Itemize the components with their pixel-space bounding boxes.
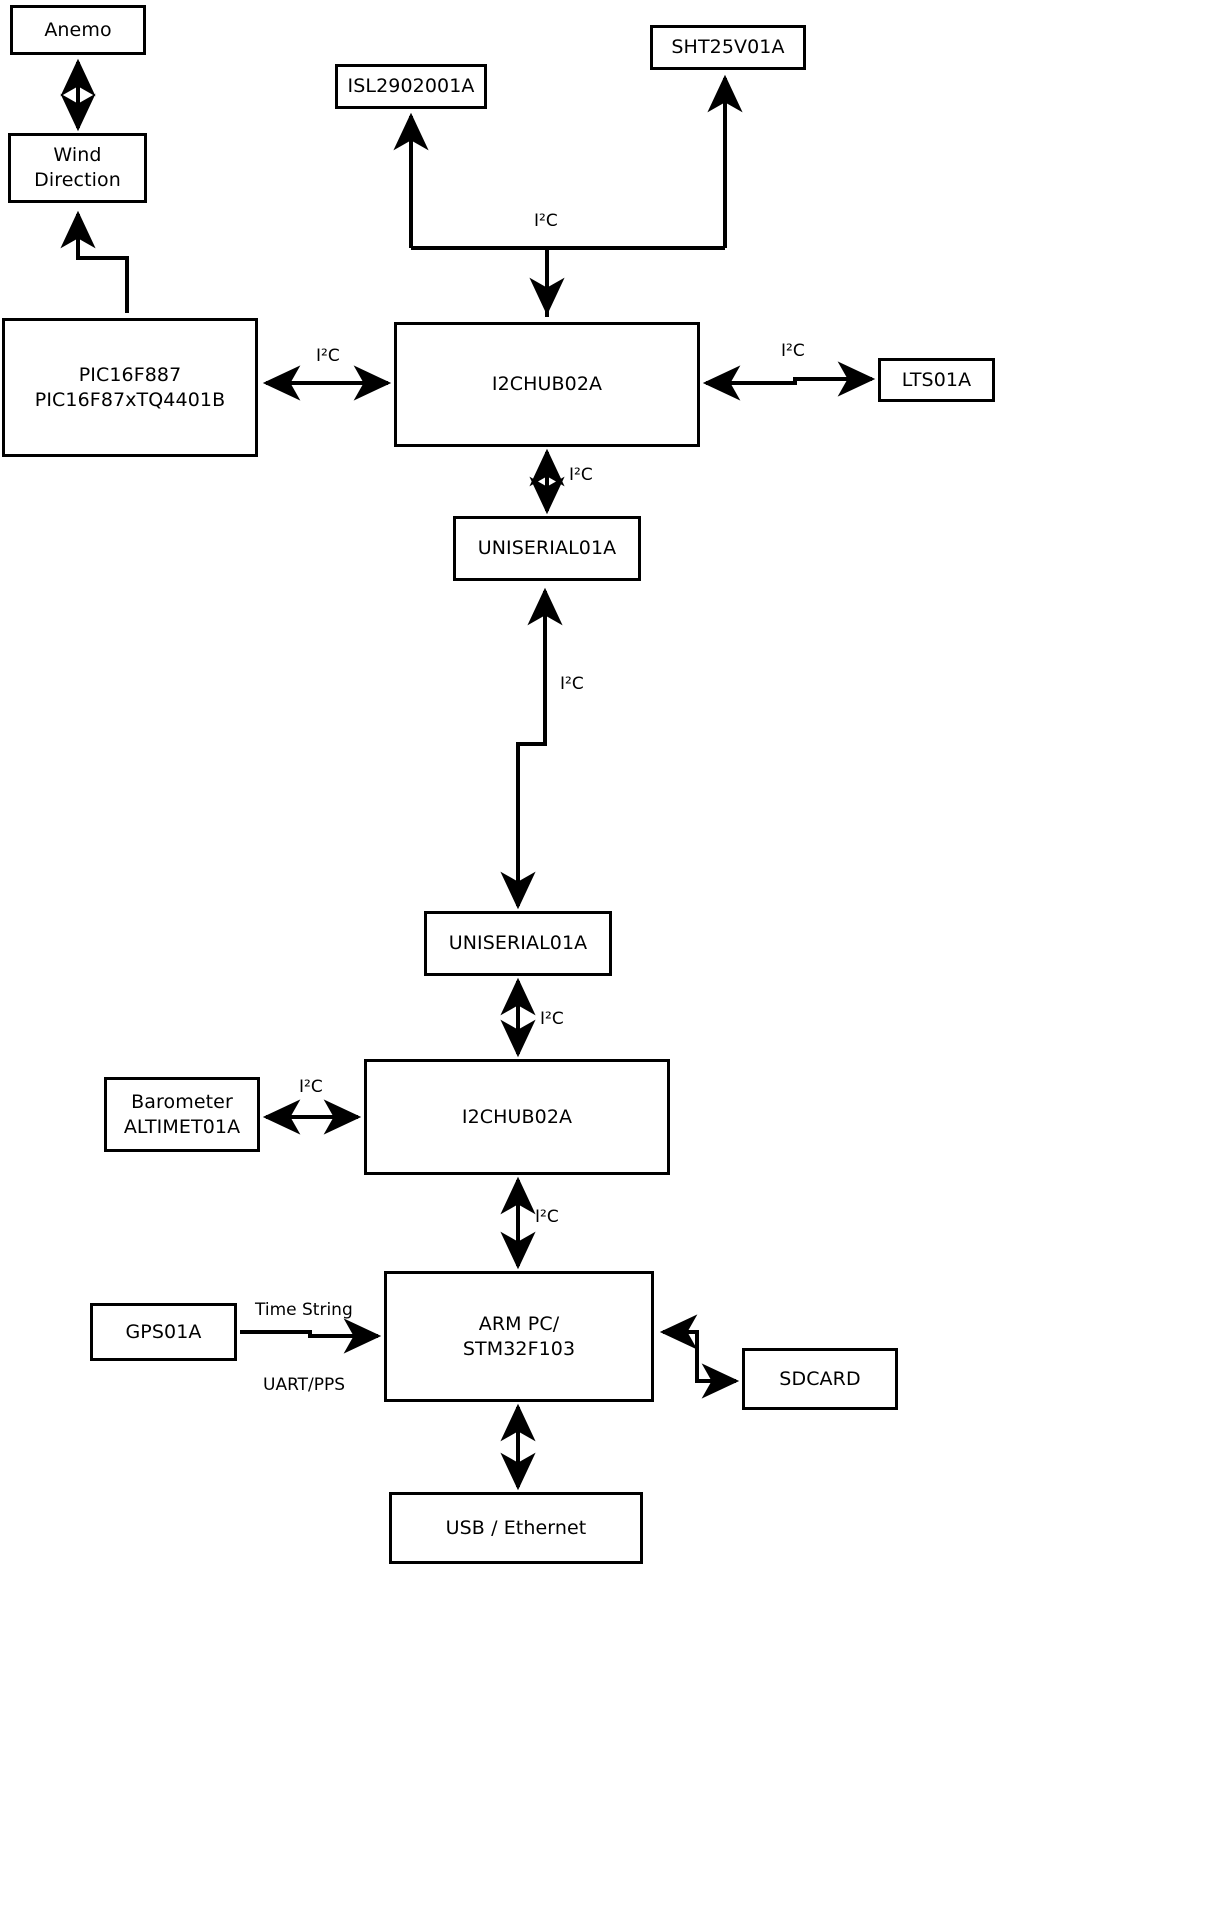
edge-label-i2c-bus-top: I²C [534, 211, 558, 231]
wire-pic-winddir [60, 210, 129, 313]
node-gps01a-label: GPS01A [125, 1320, 202, 1343]
node-i2chub02a-top[interactable]: I2CHUB02A [394, 322, 700, 447]
edge-label-i2c-hub-arm: I²C [535, 1207, 559, 1227]
node-uniserial01a-upper-label: UNISERIAL01A [477, 537, 617, 560]
node-i2chub02a-bottom-label: I2CHUB02A [461, 1105, 573, 1128]
wire-sdcard-arm [659, 1314, 736, 1383]
node-wind-direction-label: Wind Direction [34, 144, 121, 191]
edge-label-i2c-uniserial-hub-bottom: I²C [540, 1009, 564, 1029]
node-i2chub02a-bottom[interactable]: I2CHUB02A [364, 1059, 670, 1175]
node-wind-direction[interactable]: Wind Direction [8, 133, 147, 203]
node-arm-pc-stm32f103[interactable]: ARM PC/ STM32F103 [384, 1271, 654, 1402]
edge-label-i2c-uniserial-uniserial: I²C [560, 674, 584, 694]
edge-label-i2c-pic-hub: I²C [316, 346, 340, 366]
node-sht25v01a[interactable]: SHT25V01A [650, 25, 806, 70]
node-sht25v01a-label: SHT25V01A [671, 36, 785, 59]
node-gps01a[interactable]: GPS01A [90, 1303, 237, 1361]
wire-arm-sdcard [663, 1330, 740, 1399]
node-sdcard-label: SDCARD [779, 1367, 861, 1390]
node-lts01a-label: LTS01A [901, 368, 972, 391]
edge-label-i2c-hub-lts: I²C [781, 341, 805, 361]
wire-lts-hubtop-left [702, 365, 872, 401]
wire-gps-arm [240, 1318, 382, 1354]
node-pic-microcontroller-label: PIC16F887 PIC16F87xTQ4401B [34, 363, 226, 411]
edge-label-i2c-barometer-hub: I²C [299, 1077, 323, 1097]
node-barometer-altimet01a-label: Barometer ALTIMET01A [123, 1090, 241, 1138]
edge-label-i2c-hub-uniserial-upper: I²C [569, 465, 593, 485]
node-uniserial01a-lower-label: UNISERIAL01A [448, 932, 588, 955]
node-anemo-label: Anemo [44, 18, 112, 41]
node-barometer-altimet01a[interactable]: Barometer ALTIMET01A [104, 1077, 260, 1152]
node-i2chub02a-top-label: I2CHUB02A [491, 373, 603, 396]
node-isl2902001a[interactable]: ISL2902001A [335, 64, 487, 109]
node-isl2902001a-label: ISL2902001A [347, 75, 475, 98]
node-lts01a[interactable]: LTS01A [878, 358, 995, 402]
node-pic-microcontroller[interactable]: PIC16F887 PIC16F87xTQ4401B [2, 318, 258, 457]
wire-unidn-uniup [516, 587, 563, 906]
node-arm-pc-stm32f103-label: ARM PC/ STM32F103 [462, 1312, 576, 1360]
node-usb-ethernet[interactable]: USB / Ethernet [389, 1492, 643, 1564]
node-sdcard[interactable]: SDCARD [742, 1348, 898, 1410]
node-anemo[interactable]: Anemo [10, 5, 146, 55]
edge-label-time-string: Time String [255, 1300, 353, 1320]
node-usb-ethernet-label: USB / Ethernet [445, 1516, 587, 1539]
node-uniserial01a-upper[interactable]: UNISERIAL01A [453, 516, 641, 581]
edge-label-uart-pps: UART/PPS [263, 1375, 346, 1395]
node-uniserial01a-lower[interactable]: UNISERIAL01A [424, 911, 612, 976]
